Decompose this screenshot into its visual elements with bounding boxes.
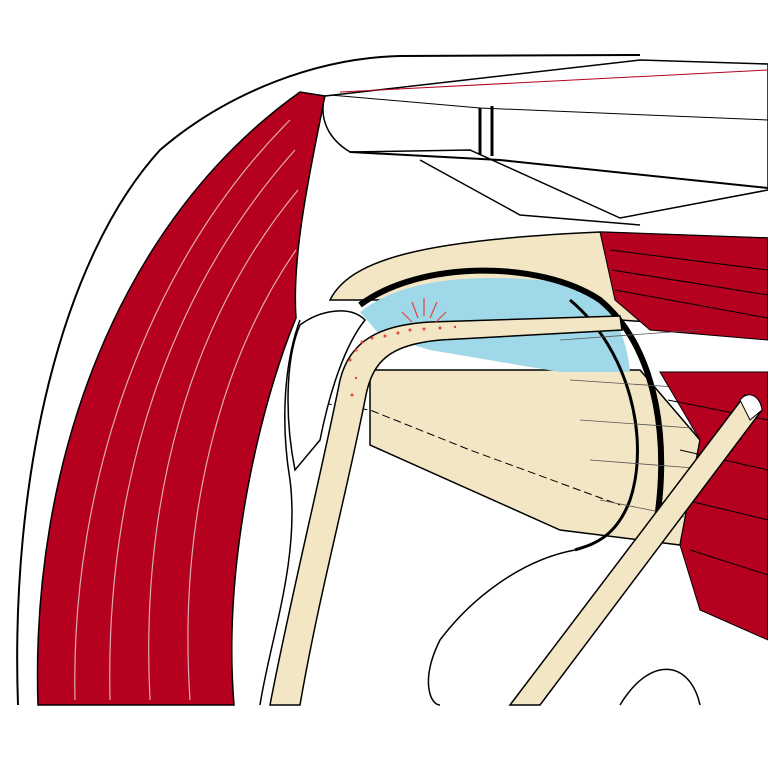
scapular-tip <box>739 394 763 421</box>
deltoid-muscle <box>36 91 326 706</box>
skin-outline <box>16 54 641 706</box>
tendon-inflammation-dots <box>348 325 457 397</box>
capsule-dashed-line <box>299 399 621 506</box>
biceps-tendon <box>269 315 623 706</box>
supraspinatus-muscle <box>599 231 768 341</box>
deltoid-fiber-lines <box>74 119 299 701</box>
pain-burst-icon <box>401 298 447 323</box>
humeral-head-arc <box>358 267 665 531</box>
humeral-articular-line <box>569 298 639 552</box>
acromioclavicular-lines <box>329 69 768 226</box>
acromion-bone <box>322 59 768 219</box>
supraspinatus-fibers <box>609 249 768 319</box>
humerus-outline <box>259 319 701 706</box>
greater-tuberosity <box>287 310 367 472</box>
